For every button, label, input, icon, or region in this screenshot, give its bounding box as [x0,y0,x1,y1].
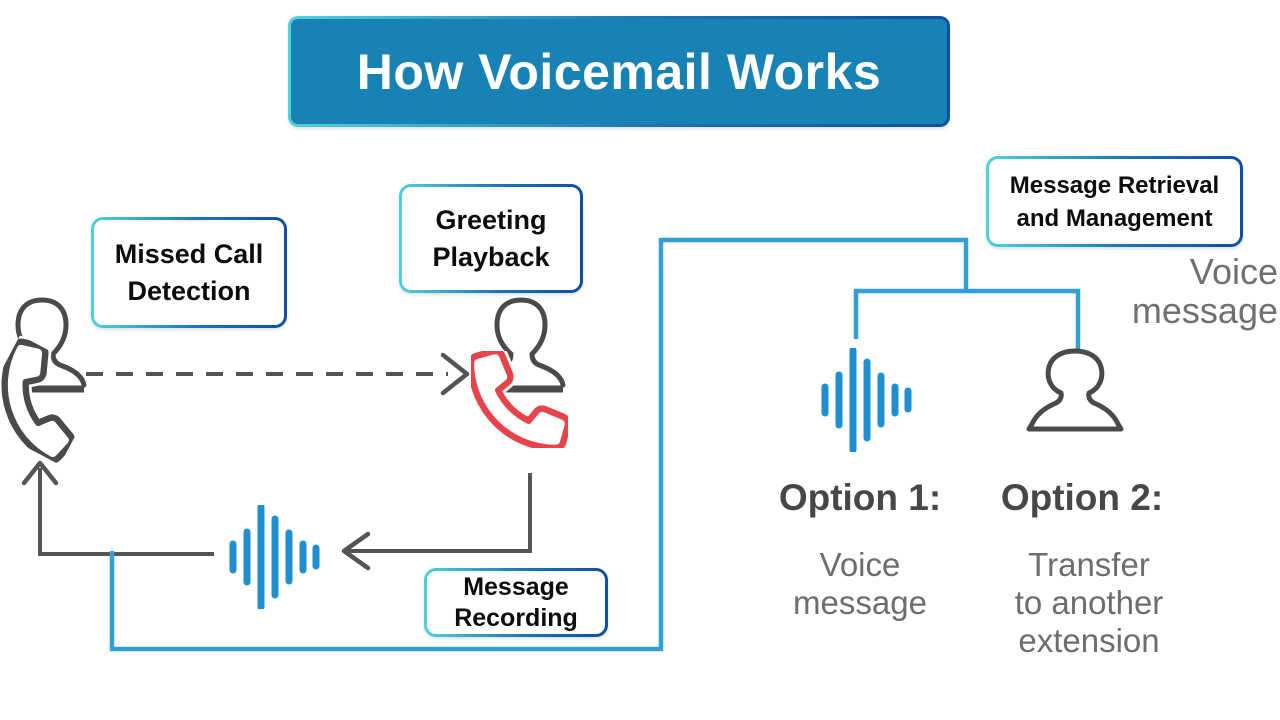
note-line: Voice [1189,251,1278,292]
description-line: Transfer [1028,546,1150,583]
label-line: Recording [454,603,578,632]
note-line: message [1131,290,1278,331]
options-bracket-line [853,288,1081,349]
label-line: Missed Call [114,238,264,269]
option-2-heading: Option 2: [1000,477,1164,518]
recording-elbow-line [348,473,532,553]
label-line: Message Retrieval [1009,171,1220,199]
greeting-playback-label: Greeting Playback [399,184,583,293]
label-line: Message [463,572,569,601]
description-line: to another [1014,584,1164,621]
caller-phone-icon [0,335,78,465]
option-2-description: Transfer to another extension [984,546,1194,660]
recipient-person-icon [1026,348,1124,432]
label-line: and Management [1016,204,1213,232]
description-line: extension [1018,622,1160,659]
playback-waveform-icon [821,348,912,452]
message-recording-label: Message Recording [424,568,608,637]
recording-arrowhead-icon [341,531,371,571]
recording-waveform-icon [229,505,320,609]
description-line: Voice [819,546,901,583]
option-1-heading: Option 1: [778,477,942,518]
description-line: message [793,584,927,621]
message-retrieval-label: Message Retrieval and Management [986,156,1243,247]
loopback-arrowhead-icon [21,460,59,486]
label-line: Playback [432,241,550,272]
label-line: Greeting [435,204,547,235]
title-banner: How Voicemail Works [288,16,950,127]
option-1-description: Voice message [762,546,958,622]
loopback-line [38,468,214,556]
missed-call-arrowhead-icon [440,352,470,396]
missed-call-detection-label: Missed Call Detection [91,217,287,328]
label-line: Detection [127,275,251,306]
receiver-phone-icon [471,351,568,448]
page-title: How Voicemail Works [356,43,882,100]
voice-message-note: Voice message [1080,252,1278,330]
